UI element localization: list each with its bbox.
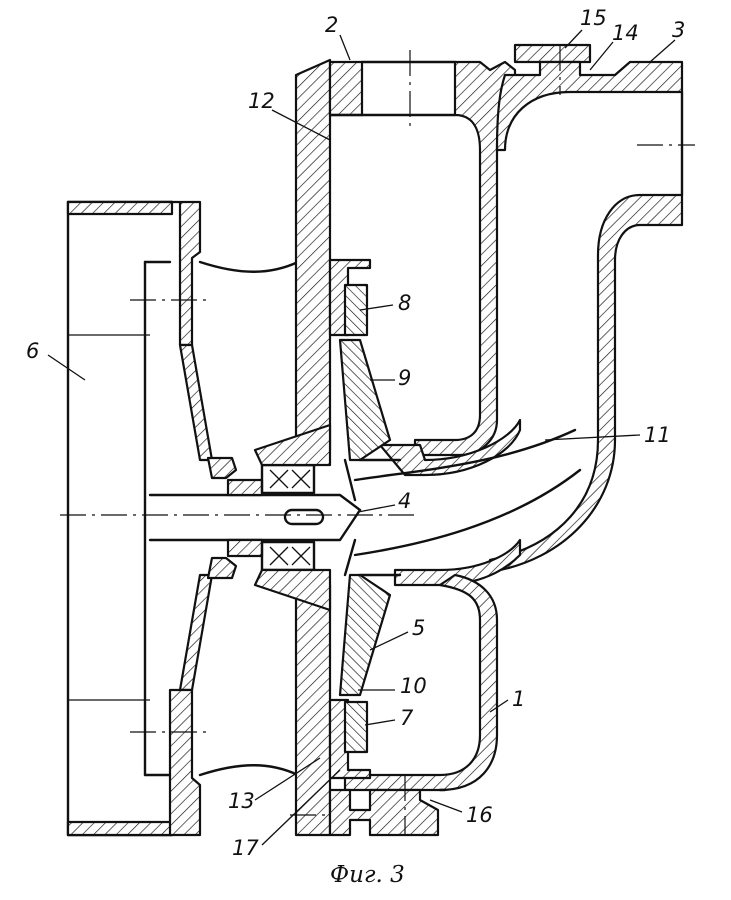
outlet-pipe — [488, 43, 684, 574]
bearing-lower — [260, 540, 316, 572]
label-2: 2 — [325, 13, 338, 37]
shaft — [148, 478, 362, 558]
label-12: 12 — [248, 89, 275, 113]
motor-body — [66, 200, 174, 837]
motor-flange — [143, 200, 300, 837]
seal-lower — [328, 698, 372, 780]
label-7: 7 — [400, 706, 414, 730]
seal-upper — [328, 258, 372, 337]
bearing-upper — [260, 463, 316, 495]
label-14: 14 — [612, 21, 639, 45]
label-5: 5 — [412, 616, 425, 640]
label-15: 15 — [580, 6, 607, 30]
leader-lines — [47, 29, 676, 846]
label-16: 16 — [466, 803, 493, 827]
label-13: 13 — [228, 789, 255, 813]
label-10: 10 — [400, 674, 427, 698]
label-6: 6 — [26, 339, 39, 363]
label-8: 8 — [398, 291, 411, 315]
label-3: 3 — [672, 18, 685, 42]
impeller — [338, 338, 402, 697]
inner-pipe — [353, 418, 582, 587]
label-11: 11 — [644, 423, 671, 447]
label-1: 1 — [512, 687, 525, 711]
label-9: 9 — [398, 366, 411, 390]
label-4: 4 — [398, 489, 411, 513]
center-axes — [60, 45, 695, 835]
label-17: 17 — [232, 836, 259, 860]
figure-caption: Фиг. 3 — [330, 862, 405, 888]
position-labels: 2 15 14 3 12 6 8 9 11 4 5 10 1 7 13 16 1… — [26, 6, 685, 860]
lower-chamber — [328, 573, 499, 837]
casing-front-wall — [253, 58, 332, 837]
